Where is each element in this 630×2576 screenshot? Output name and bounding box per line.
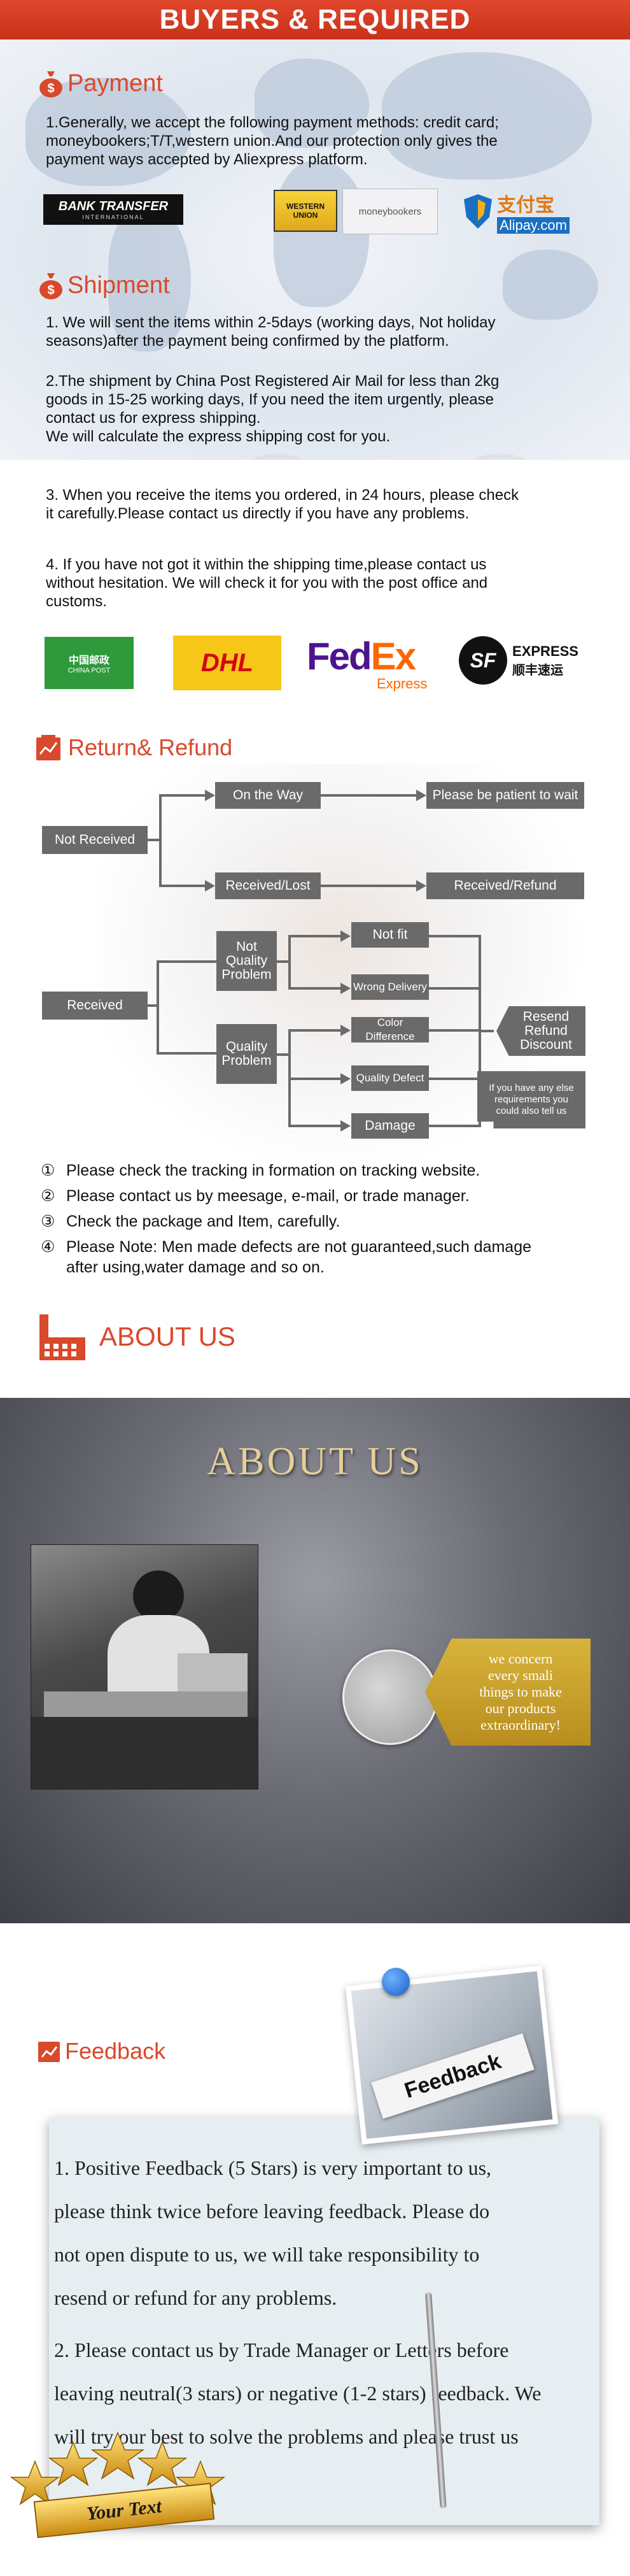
flow-damage: Damage bbox=[351, 1113, 429, 1139]
shipment-point-2: 2.The shipment by China Post Registered … bbox=[46, 373, 500, 445]
alipay-logo: 支付宝 Alipay.com bbox=[449, 189, 583, 234]
alipay-cn-text: 支付宝 bbox=[497, 195, 555, 216]
feedback-sticker-text: Feedback bbox=[401, 2049, 504, 2103]
feedback-sticker: Feedback bbox=[371, 2033, 535, 2119]
alipay-shield-icon bbox=[464, 194, 493, 229]
about-tag-text: we concern every smali things to make ou… bbox=[479, 1651, 562, 1733]
money-bag-icon: $ bbox=[39, 71, 62, 97]
flow-wrong-delivery: Wrong Delivery bbox=[351, 974, 429, 1000]
flow-not-fit: Not fit bbox=[351, 922, 429, 948]
note-item: ③ Check the package and Item, carefully. bbox=[41, 1211, 340, 1232]
fedex-ex-text: Ex bbox=[370, 635, 416, 678]
flow-received-lost: Received/Lost bbox=[215, 872, 321, 899]
flow-not-quality-problem: Not Quality Problem bbox=[216, 931, 277, 991]
factory-icon bbox=[39, 1314, 85, 1360]
china-post-en-text: CHINA POST bbox=[67, 667, 111, 674]
payment-text: 1.Generally, we accept the following pay… bbox=[46, 114, 499, 168]
about-panel: ABOUT US we concern every smali things t… bbox=[0, 1398, 630, 1923]
gold-stars-icon bbox=[10, 2431, 226, 2505]
chart-icon bbox=[36, 735, 60, 760]
shipment-point-3: 3. When you receive the items you ordere… bbox=[46, 487, 519, 522]
money-bag-icon: $ bbox=[39, 273, 62, 299]
about-tag: we concern every smali things to make ou… bbox=[425, 1639, 591, 1746]
western-union-text: WESTERN UNION bbox=[286, 202, 325, 220]
note-text: Please check the tracking in formation o… bbox=[66, 1162, 480, 1179]
note-number: ④ bbox=[41, 1238, 55, 1256]
shipment-point-1: 1. We will sent the items within 2-5days… bbox=[46, 314, 496, 350]
note-text: Please contact us by meesage, e-mail, or… bbox=[66, 1187, 470, 1205]
note-number: ③ bbox=[41, 1213, 55, 1230]
note-item: ① Please check the tracking in formation… bbox=[41, 1160, 480, 1181]
page-banner: BUYERS & REQUIRED bbox=[0, 0, 630, 39]
shipment-title: Shipment bbox=[67, 271, 170, 299]
note-number: ② bbox=[41, 1187, 55, 1205]
dhl-text: DHL bbox=[200, 648, 254, 677]
pushpin-icon bbox=[382, 1968, 410, 1996]
flow-be-patient: Please be patient to wait bbox=[426, 782, 584, 809]
refund-title: Return& Refund bbox=[68, 734, 233, 760]
ribbon-text: Your Text bbox=[85, 2495, 163, 2525]
about-title: ABOUT US bbox=[99, 1321, 235, 1351]
flow-received: Received bbox=[42, 992, 148, 1020]
western-union-logo: WESTERN UNION bbox=[274, 190, 337, 232]
moneybookers-text: moneybookers bbox=[358, 206, 422, 217]
about-panel-title: ABOUT US bbox=[207, 1440, 423, 1483]
sf-top-text: EXPRESS bbox=[512, 643, 578, 659]
sf-mark: SF bbox=[459, 636, 508, 685]
flow-else-requirements: If you have any else requirements you co… bbox=[477, 1071, 585, 1128]
shipment-point-4: 4. If you have not got it within the shi… bbox=[46, 556, 488, 610]
note-item: ② Please contact us by meesage, e-mail, … bbox=[41, 1186, 470, 1206]
workshop-photo bbox=[31, 1544, 258, 1790]
feedback-point-1: 1. Positive Feedback (5 Stars) is very i… bbox=[54, 2156, 492, 2309]
moneybookers-logo: moneybookers bbox=[342, 189, 438, 234]
fedex-logo: FedEx Express bbox=[307, 634, 444, 696]
fedex-fed-text: Fed bbox=[307, 635, 372, 678]
fedex-express-text: Express bbox=[377, 676, 428, 692]
flow-on-the-way: On the Way bbox=[215, 782, 321, 809]
world-map-background bbox=[0, 39, 630, 460]
note-text: Check the package and Item, carefully. bbox=[66, 1213, 340, 1230]
note-item: ④ Please Note: Men made defects are not … bbox=[41, 1237, 531, 1277]
flow-not-received: Not Received bbox=[42, 826, 148, 854]
bank-transfer-logo: BANK TRANSFER INTERNATIONAL bbox=[43, 194, 183, 225]
alipay-en-text: Alipay.com bbox=[497, 217, 570, 234]
payment-heading: $ Payment bbox=[38, 69, 163, 98]
sf-express-logo: SF EXPRESS 顺丰速运 bbox=[455, 634, 582, 687]
bank-transfer-text: BANK TRANSFER bbox=[58, 199, 169, 213]
feedback-title: Feedback bbox=[65, 2038, 166, 2064]
flow-quality-problem: Quality Problem bbox=[216, 1024, 277, 1084]
feedback-point-2: 2. Please contact us by Trade Manager or… bbox=[54, 2338, 542, 2448]
sf-bottom-text: 顺丰速运 bbox=[512, 663, 564, 678]
flow-resend-refund-discount: Resend Refund Discount bbox=[496, 1006, 585, 1056]
refund-heading: Return& Refund bbox=[35, 734, 232, 762]
about-heading: ABOUT US bbox=[37, 1312, 235, 1362]
banner-title: BUYERS & REQUIRED bbox=[159, 4, 471, 35]
dhl-logo: DHL bbox=[173, 636, 281, 690]
china-post-logo: 中国邮政 CHINA POST bbox=[45, 637, 134, 689]
note-text: Please Note: Men made defects are not gu… bbox=[66, 1238, 532, 1276]
feedback-photo: Feedback bbox=[345, 1965, 559, 2145]
payment-title: Payment bbox=[67, 69, 163, 97]
note-number: ① bbox=[41, 1162, 55, 1179]
svg-text:$: $ bbox=[47, 283, 54, 297]
svg-text:$: $ bbox=[47, 82, 54, 96]
fabric-photo bbox=[342, 1649, 438, 1745]
flow-received-refund: Received/Refund bbox=[426, 872, 584, 899]
feedback-heading: Feedback bbox=[37, 2038, 165, 2065]
chart-icon bbox=[38, 2042, 60, 2062]
flow-quality-defect: Quality Defect bbox=[351, 1065, 429, 1091]
stars-ribbon-decoration: Your Text bbox=[10, 2417, 239, 2544]
bank-transfer-sub: INTERNATIONAL bbox=[82, 213, 144, 220]
flow-color-difference: Color Difference bbox=[351, 1016, 429, 1042]
shipment-heading: $ Shipment bbox=[38, 271, 170, 300]
china-post-cn-text: 中国邮政 bbox=[68, 655, 109, 666]
feedback-card bbox=[49, 2117, 599, 2525]
